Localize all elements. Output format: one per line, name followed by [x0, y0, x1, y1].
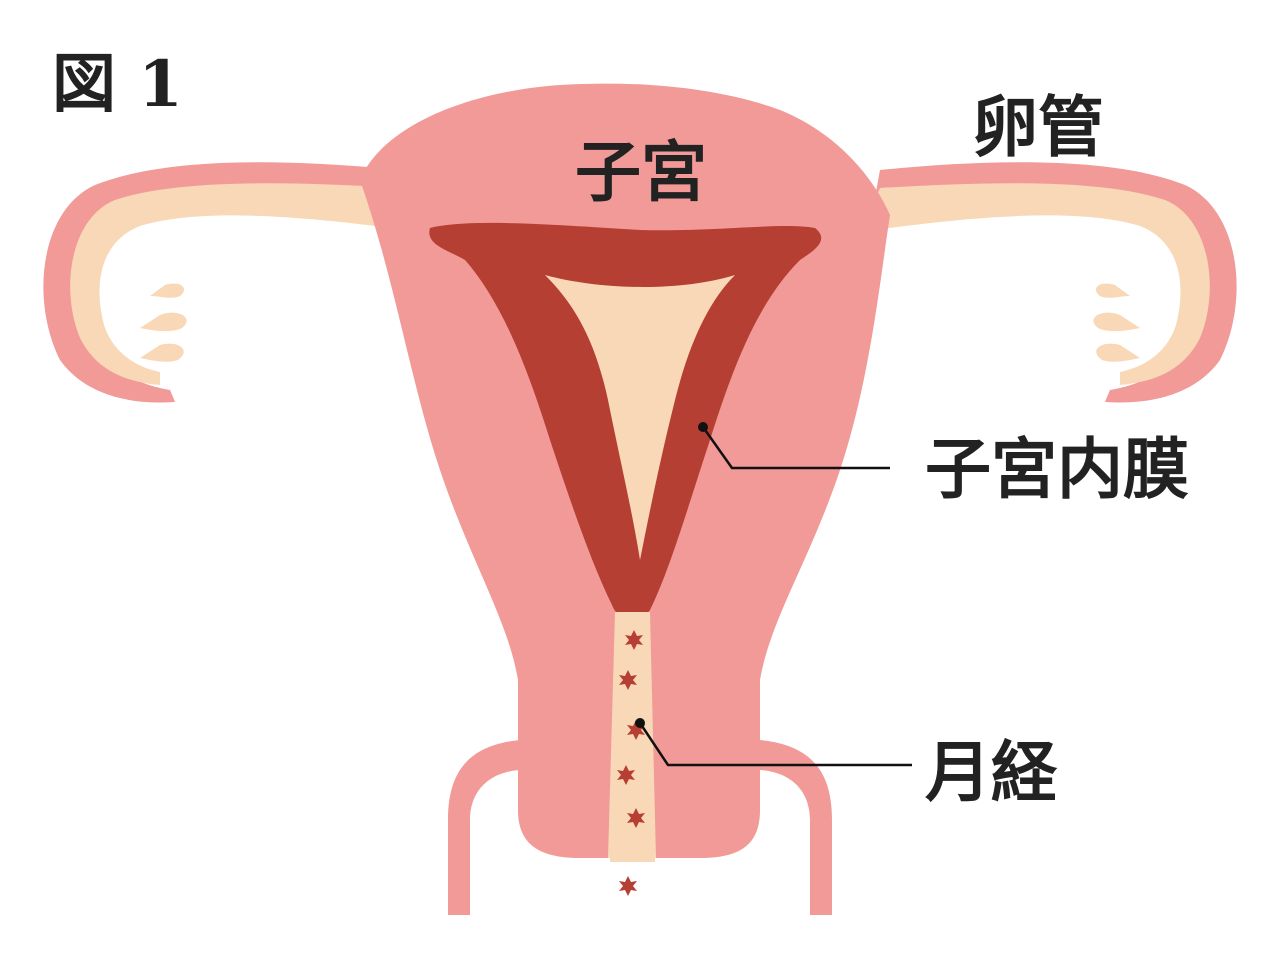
leader-menstruation [635, 718, 912, 767]
menstrual-blood-drops [617, 630, 645, 896]
uterus-label: 子宮 [575, 133, 707, 211]
blood-drop [627, 808, 645, 828]
left-fallopian-tube [43, 162, 421, 403]
cervical-canal [608, 612, 656, 858]
blood-drop [619, 670, 637, 690]
blood-drop [617, 765, 635, 785]
endometrium-label: 子宮内膜 [925, 430, 1189, 508]
right-fallopian-tube [860, 162, 1237, 403]
vagina [448, 740, 832, 915]
fallopian-tube-label: 卵管 [972, 88, 1104, 166]
leader-endometrium [698, 422, 890, 470]
blood-drop [627, 720, 645, 740]
blood-drop [619, 876, 637, 896]
menstruation-label: 月経 [925, 733, 1058, 811]
blood-drop [625, 630, 643, 650]
uterine-cavity [545, 275, 735, 560]
figure-label: 図 1 [52, 47, 183, 122]
